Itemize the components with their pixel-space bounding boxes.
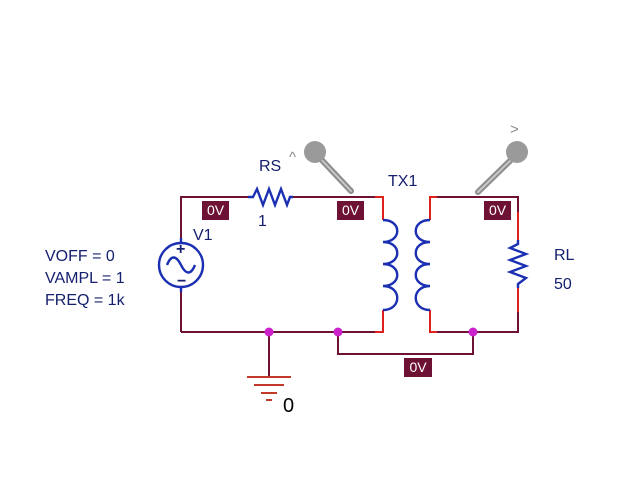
rl-value: 50 [554,276,572,293]
plus-sign-icon: + [176,241,185,258]
v1-name: V1 [193,227,213,244]
junction-dot [264,327,274,337]
voltage-text: 0V [207,202,225,218]
resistor-rs-symbol [248,185,293,209]
wire-bottom-right [437,312,519,333]
wire-top-right [437,196,519,212]
resistor-rs[interactable]: RS 1 ^ [248,149,296,230]
voltage-text: 0V [409,359,427,375]
wires [180,196,519,377]
junction-dot [468,327,478,337]
primary-coil [382,218,399,312]
minus-sign-icon: − [177,273,186,290]
wire-secondary-bottom [429,310,437,333]
voltage-source-v1[interactable]: + − V1 VOFF = 0 VAMPL = 1 FREQ = 1k [45,227,213,309]
voltage-label-bottom[interactable]: 0V [404,358,432,377]
wire-primary-top [375,196,384,220]
junction-dot [333,327,343,337]
ground-label: 0 [283,395,294,417]
wire-top-left [180,196,248,214]
v1-param-vampl: VAMPL = 1 [45,270,125,287]
voltage-text: 0V [489,202,507,218]
rl-name: RL [554,247,575,264]
sine-wave-icon [165,256,197,274]
rs-probe-marker: ^ [289,149,296,166]
probe-right-highlight [477,156,515,193]
probe-left-highlight [317,155,352,192]
voltage-box [484,201,511,220]
voltage-box [337,201,364,220]
probe-left-head [304,141,326,163]
voltage-probe-left[interactable] [304,141,354,194]
rs-name: RS [259,158,281,175]
wire-secondary-top [429,196,437,220]
wire-bottom-link [337,332,474,355]
voltage-label-left[interactable]: 0V [202,201,229,220]
transformer-tx1[interactable]: TX1 [382,173,431,312]
voltage-text: 0V [342,202,360,218]
probe-right-head [506,141,528,163]
wire-primary-bottom [375,310,384,333]
voltage-label-mid[interactable]: 0V [337,201,364,220]
secondary-coil [414,218,431,312]
voltage-box [202,201,229,220]
v1-param-freq: FREQ = 1k [45,292,126,309]
rs-value: 1 [258,213,267,230]
voltage-box [404,358,432,377]
probe-right-marker: > [510,121,519,138]
voltage-probe-right[interactable]: > [475,121,528,195]
resistor-rl[interactable]: RL 50 [506,240,575,293]
tx1-name: TX1 [388,173,417,190]
v1-param-voff: VOFF = 0 [45,248,115,265]
resistor-rl-symbol [506,240,530,288]
junctions [264,327,478,337]
voltage-label-right[interactable]: 0V [484,201,511,220]
ground-symbol[interactable]: 0 [247,376,294,417]
